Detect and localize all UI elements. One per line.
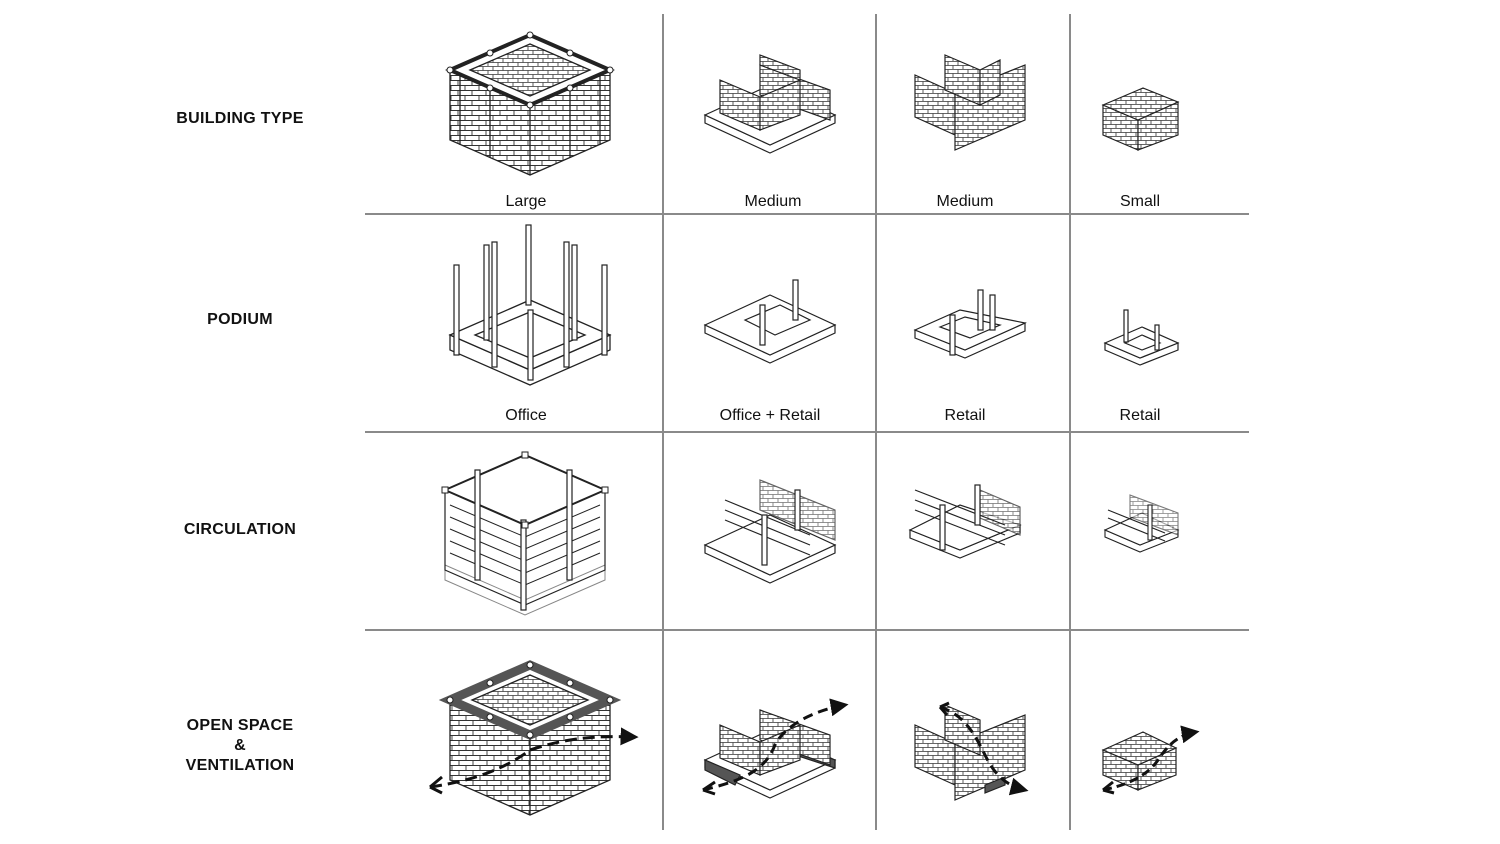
building-medium-1-drawing [703, 54, 837, 154]
caption-retail-1: Retail [944, 407, 986, 424]
openspace-large-drawing [429, 660, 639, 816]
circulation-medium-1-drawing [703, 479, 837, 584]
row-label-building-type: BUILDING TYPE [176, 110, 304, 127]
building-large-drawing [445, 31, 615, 176]
podium-retail-2-drawing [1103, 309, 1180, 366]
circulation-medium-2-drawing [908, 484, 1022, 559]
caption-medium-1: Medium [744, 193, 802, 210]
caption-office-retail: Office + Retail [719, 407, 821, 424]
podium-office-drawing [448, 224, 612, 386]
caption-medium-2: Medium [936, 193, 994, 210]
caption-small: Small [1119, 193, 1160, 210]
podium-retail-1-drawing [913, 289, 1027, 359]
circulation-small-drawing [1103, 494, 1180, 553]
caption-large: Large [505, 193, 547, 210]
podium-office-retail-drawing [703, 279, 837, 364]
row-label-open-space: OPEN SPACE & VENTILATION [185, 717, 295, 774]
building-small-drawing [1101, 87, 1180, 151]
building-medium-2-drawing [914, 54, 1026, 151]
openspace-small-drawing [1101, 725, 1200, 795]
row-label-podium: PODIUM [207, 311, 273, 328]
circulation-large-drawing [441, 451, 609, 616]
row-label-circulation: CIRCULATION [183, 521, 297, 538]
openspace-medium-1-drawing [702, 698, 849, 799]
openspace-medium-2-drawing [914, 701, 1029, 801]
caption-retail-2: Retail [1119, 407, 1161, 424]
caption-office: Office [505, 407, 547, 424]
